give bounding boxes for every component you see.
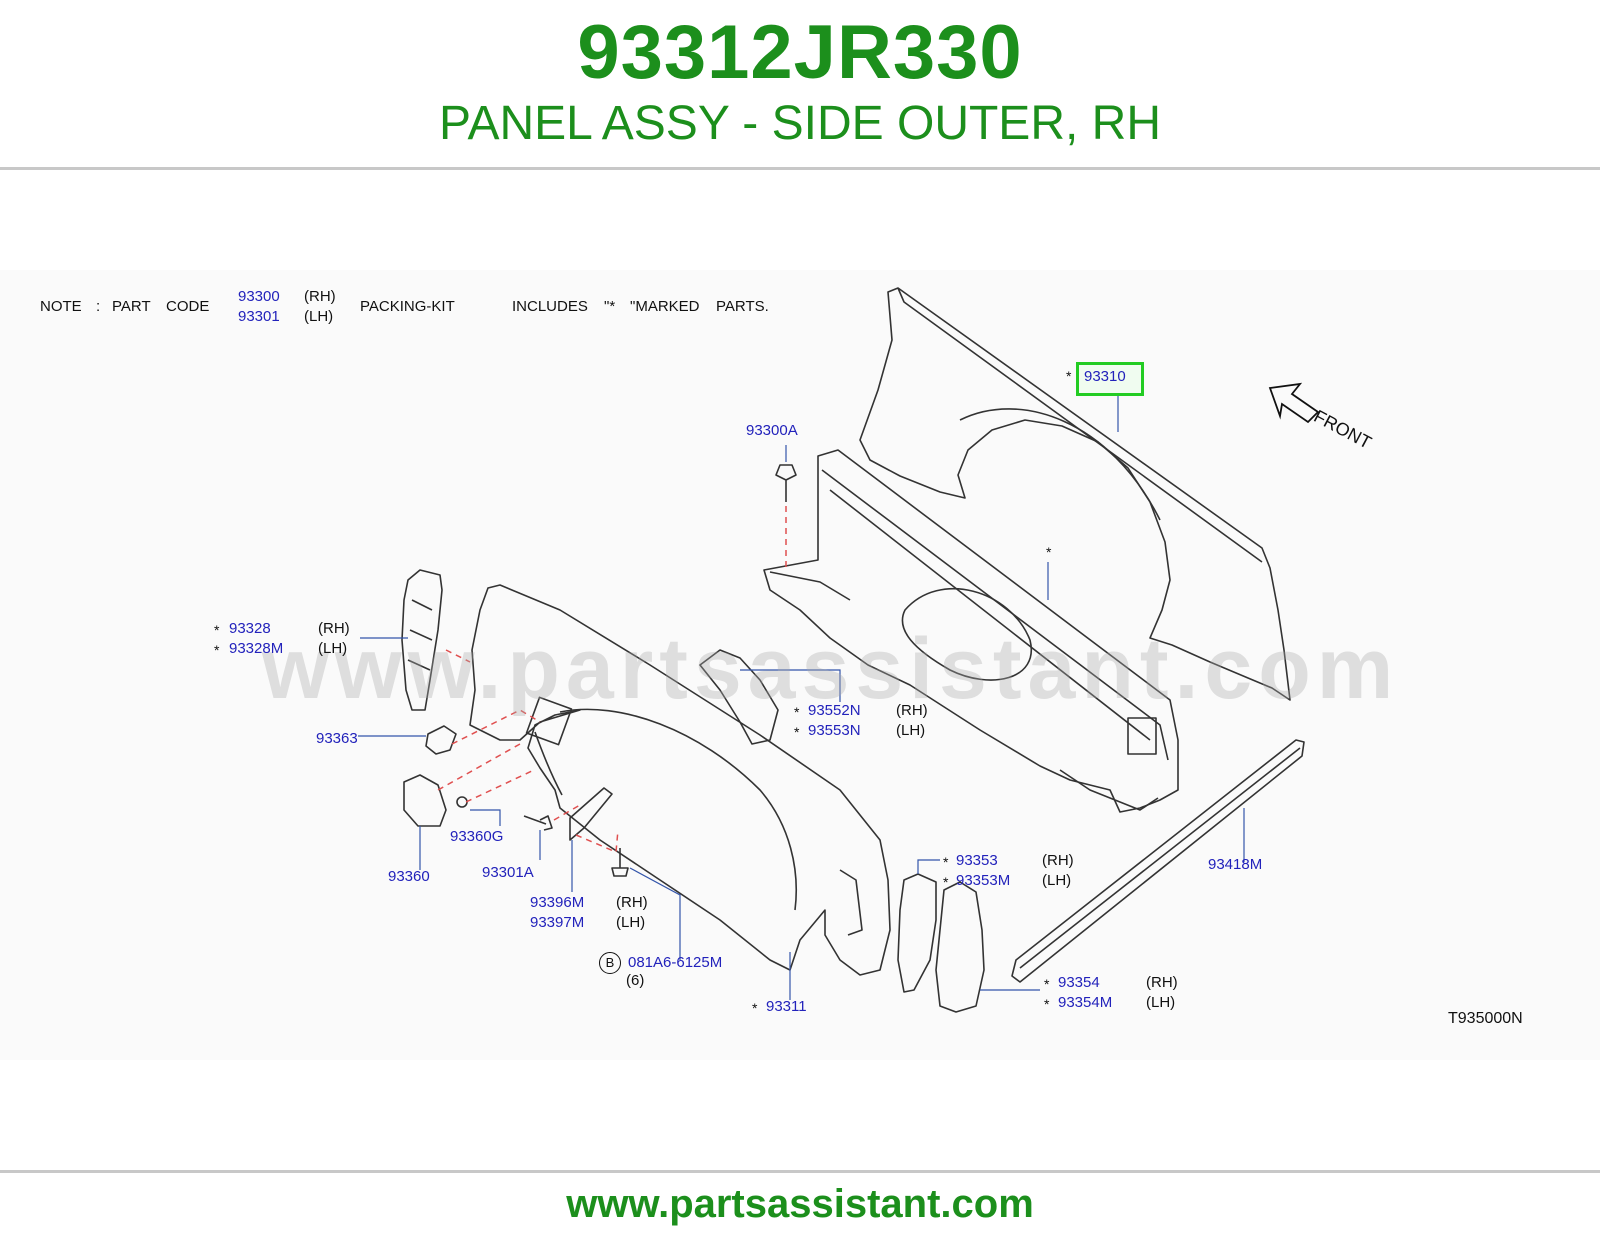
note-includes: INCLUDES	[512, 298, 588, 315]
bolt-081a6-shape	[611, 848, 629, 877]
selected-part-highlight	[1076, 362, 1144, 396]
bolt-93300a-shape	[775, 464, 797, 502]
side-93354: (RH)	[1146, 974, 1178, 991]
side-93328M: (LH)	[318, 640, 348, 657]
note-code: CODE	[166, 298, 210, 315]
callout-93396M[interactable]: 93396M	[530, 894, 585, 911]
note-prefix: NOTE	[40, 298, 82, 315]
note-colon: :	[96, 298, 101, 315]
callout-93418M[interactable]: 93418M	[1208, 856, 1263, 873]
asterisk-93354M: *	[1044, 996, 1050, 1012]
asterisk-93353M: *	[943, 874, 949, 890]
callout-93354[interactable]: 93354	[1058, 974, 1100, 991]
bracket-93328-shape	[401, 569, 443, 711]
callout-93354M[interactable]: 93354M	[1058, 994, 1113, 1011]
callout-93301A[interactable]: 93301A	[482, 864, 534, 881]
callout-93353M[interactable]: 93353M	[956, 872, 1011, 889]
b-marker: B	[599, 952, 621, 974]
bolt-93301a-shape	[523, 815, 553, 831]
note-star-mark: "*	[604, 298, 616, 315]
clip-93363-shape	[425, 725, 457, 755]
bottom-divider	[0, 1170, 1600, 1173]
note-packing-kit: PACKING-KIT	[360, 298, 455, 315]
side-93328: (RH)	[318, 620, 350, 637]
note-side-rh: (RH)	[304, 288, 336, 305]
qty-081A6-6125M: (6)	[626, 972, 645, 989]
callout-93360G[interactable]: 93360G	[450, 828, 504, 845]
asterisk-93310: *	[1066, 368, 1072, 384]
note-side-lh: (LH)	[304, 308, 334, 325]
leader-93552N	[740, 669, 841, 702]
leader-93360G	[470, 809, 501, 826]
leader-93353	[917, 859, 940, 874]
bracket-93396m-shape	[569, 787, 613, 841]
panel-93310-shape	[859, 287, 1291, 701]
side-93353M: (LH)	[1042, 872, 1072, 889]
fender-93311-shape	[469, 584, 891, 976]
asterisk-93311: *	[752, 1000, 758, 1016]
callout-93328M[interactable]: 93328M	[229, 640, 284, 657]
cap-93360-shape	[403, 774, 447, 827]
leader-081A6	[629, 867, 681, 960]
callout-93552N[interactable]: 93552N	[808, 702, 861, 719]
note-marked: "MARKED	[630, 298, 700, 315]
diagram-drawing	[358, 287, 1320, 1013]
top-divider	[0, 167, 1600, 170]
asterisk-93354: *	[1044, 976, 1050, 992]
note-parts: PARTS.	[716, 298, 769, 315]
side-93552N: (RH)	[896, 702, 928, 719]
side-93396M: (RH)	[616, 894, 648, 911]
part-number-title: 93312JR330	[577, 10, 1023, 95]
callout-93328[interactable]: 93328	[229, 620, 271, 637]
callout-93553N[interactable]: 93553N	[808, 722, 861, 739]
note-part: PART	[112, 298, 151, 315]
bracket-93353-shape	[897, 873, 937, 993]
callout-93300A[interactable]: 93300A	[746, 422, 798, 439]
callout-93397M[interactable]: 93397M	[530, 914, 585, 931]
asterisk-93552N: *	[794, 704, 800, 720]
side-93553N: (LH)	[896, 722, 926, 739]
asterisk-inner-panel: *	[1046, 544, 1052, 560]
side-93354M: (LH)	[1146, 994, 1176, 1011]
part-description: PANEL ASSY - SIDE OUTER, RH	[439, 97, 1161, 150]
note-code-rh[interactable]: 93300	[238, 288, 280, 305]
side-93353: (RH)	[1042, 852, 1074, 869]
rail-93418m-shape	[1011, 739, 1305, 983]
parts-diagram: www.partsassistant.com NOTE : PART CODE …	[0, 270, 1600, 1060]
asterisk-93328: *	[214, 622, 220, 638]
callout-93353[interactable]: 93353	[956, 852, 998, 869]
bracket-93354-shape	[935, 881, 985, 1013]
footer-url[interactable]: www.partsassistant.com	[566, 1182, 1034, 1226]
bracket-93552n-shape	[699, 649, 779, 745]
bolt-93360g-shape	[456, 796, 468, 808]
asterisk-93328M: *	[214, 642, 220, 658]
asterisk-93553N: *	[794, 724, 800, 740]
note-code-lh[interactable]: 93301	[238, 308, 280, 325]
callout-93310[interactable]: 93310	[1084, 368, 1126, 385]
front-arrow-icon	[1268, 382, 1320, 424]
figure-code: T935000N	[1448, 1010, 1523, 1027]
inner-panel-shape	[763, 449, 1179, 813]
side-93397M: (LH)	[616, 914, 646, 931]
callout-93311[interactable]: 93311	[766, 998, 807, 1015]
callout-081A6-6125M[interactable]: 081A6-6125M	[628, 954, 723, 971]
callout-93360[interactable]: 93360	[388, 868, 430, 885]
callout-93363[interactable]: 93363	[316, 730, 358, 747]
header: 93312JR330 PANEL ASSY - SIDE OUTER, RH	[0, 0, 1600, 168]
asterisk-93353: *	[943, 854, 949, 870]
